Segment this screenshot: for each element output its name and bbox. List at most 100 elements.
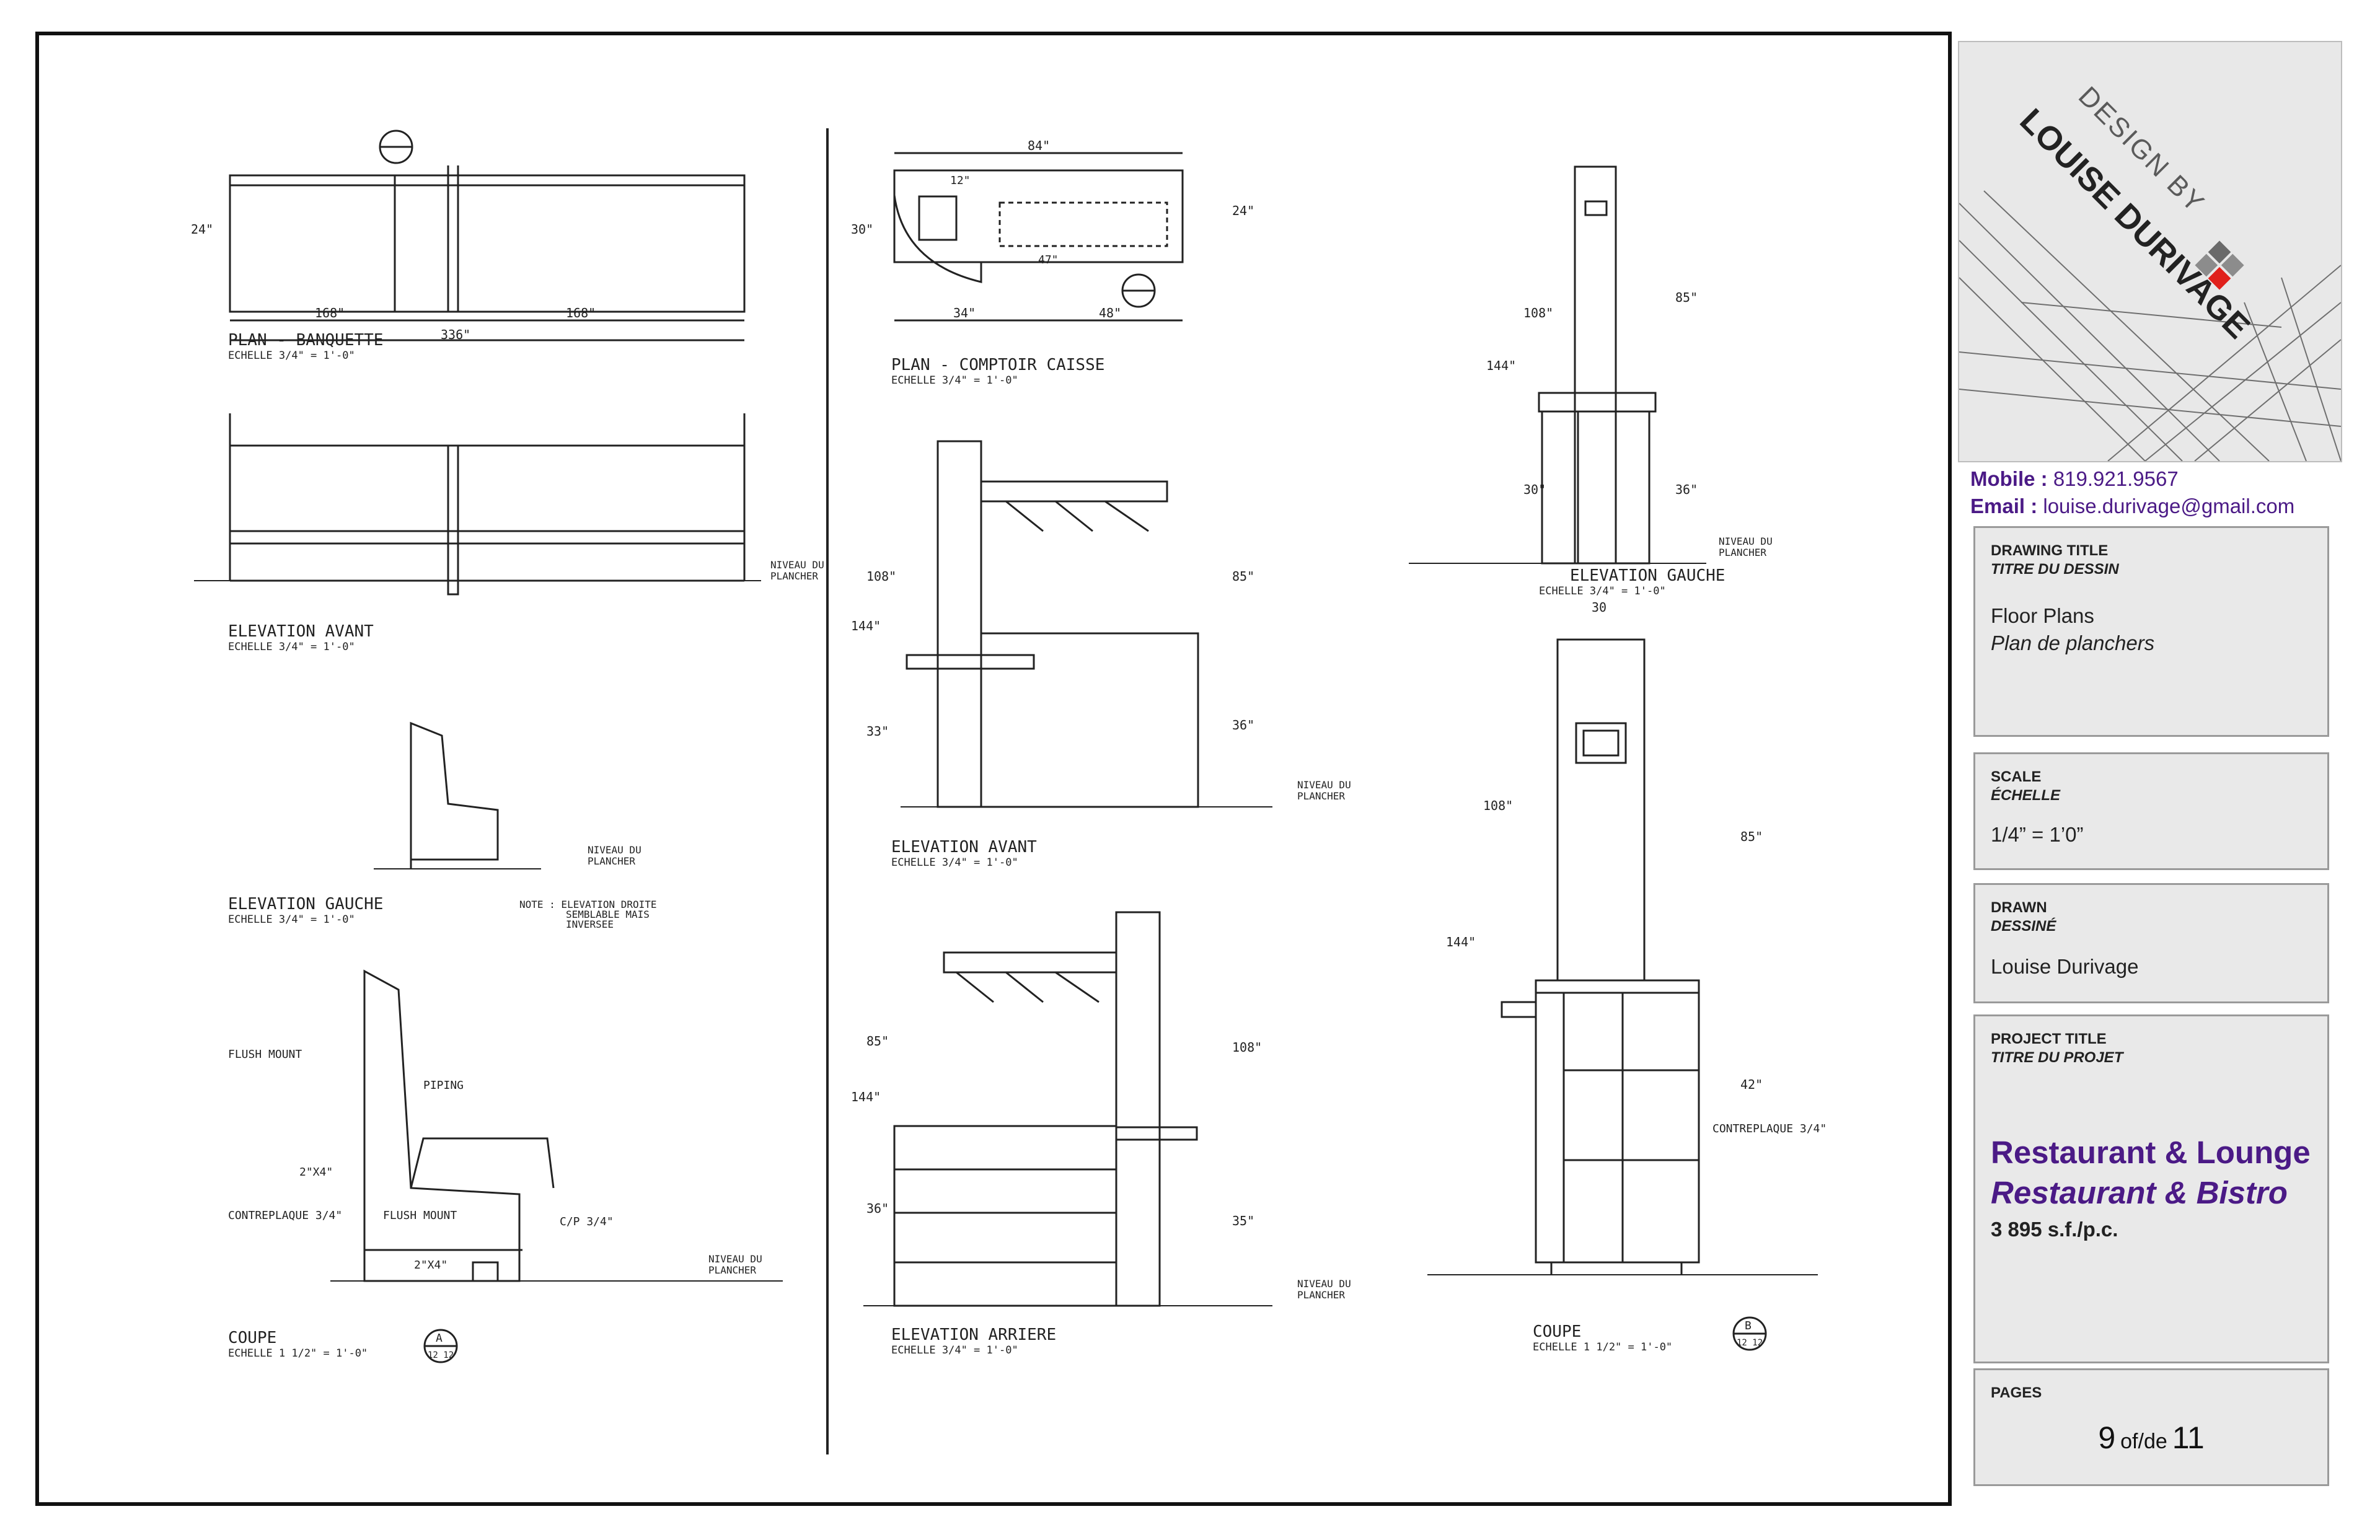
project-name-fr: Restaurant & Bistro	[1991, 1175, 2288, 1210]
dim-text: 108"	[1232, 1040, 1262, 1055]
contact-info: Mobile : 819.921.9567 Email : louise.dur…	[1970, 465, 2342, 520]
project-title-label-fr: TITRE DU PROJET	[1991, 1049, 2123, 1066]
marker-letter: B	[1745, 1319, 1752, 1332]
scale-label-fr: ÉCHELLE	[1991, 787, 2061, 804]
dim-text: 108"	[866, 569, 896, 584]
designer-logo: DESIGN BY LOUISE DURIVAGE	[1958, 41, 2342, 462]
pages-label: PAGES	[1991, 1384, 2042, 1401]
callout-label: FLUSH MOUNT	[228, 1048, 302, 1061]
page-separator: of/de	[2120, 1430, 2167, 1453]
callout-label: FLUSH MOUNT	[383, 1209, 457, 1222]
title-block: DESIGN BY LOUISE DURIVAGE Mobile : 819.9…	[1948, 32, 2348, 1506]
dim-text: 35"	[1232, 1213, 1254, 1228]
drawn-label-fr: DESSINÉ	[1991, 918, 2056, 935]
mobile-label: Mobile :	[1970, 467, 2048, 490]
project-title-label: PROJECT TITLE	[1991, 1031, 2107, 1047]
callout-label: CONTREPLAQUE 3/4"	[1712, 1122, 1827, 1135]
dim-text: 144"	[1446, 935, 1476, 949]
marker-sheet: 12 12	[428, 1350, 454, 1360]
view-scale: ECHELLE 3/4" = 1'-0"	[228, 913, 355, 926]
view-scale: ECHELLE 1 1/2" = 1'-0"	[228, 1347, 368, 1360]
floor-note: NIVEAU DU	[708, 1253, 762, 1265]
project-name-en: Restaurant & Lounge	[1991, 1135, 2311, 1170]
note-text: INVERSEE	[566, 918, 614, 930]
dim-text: 30"	[1523, 482, 1546, 497]
dim-text: 84"	[1028, 138, 1050, 153]
page-current: 9	[2098, 1420, 2116, 1455]
project-title-box: PROJECT TITLE TITRE DU PROJET Restaurant …	[1973, 1014, 2329, 1363]
drawing-area: 168" 168" 336" 24" PLAN - BANQUETTE ECHE…	[39, 35, 1948, 1502]
floor-note: NIVEAU DU	[1297, 779, 1351, 791]
dim-text: 30	[1592, 600, 1606, 615]
scale-value: 1/4” = 1’0”	[1991, 823, 2084, 846]
mobile-value: 819.921.9567	[2053, 467, 2179, 490]
dim-text: 36"	[866, 1201, 889, 1216]
dim-text: 36"	[1232, 718, 1254, 733]
dim-text: 85"	[1232, 569, 1254, 584]
drawing-svg: 168" 168" 336" 24" PLAN - BANQUETTE ECHE…	[191, 128, 1827, 1454]
page-total: 11	[2172, 1420, 2205, 1455]
view-scale: ECHELLE 3/4" = 1'-0"	[891, 374, 1018, 387]
marker-sheet: 12 12	[1737, 1338, 1763, 1348]
project-area: 3 895 s.f./p.c.	[1991, 1218, 2118, 1241]
dim-text: 47"	[1038, 253, 1059, 266]
floor-note: PLANCHER	[708, 1264, 756, 1276]
banquette-plan-outline	[229, 174, 746, 313]
view-title: COUPE	[1533, 1322, 1581, 1341]
elevation-arriere-view: NIVEAU DU PLANCHER 144" 85" 108" 36" 35"…	[851, 911, 1351, 1357]
view-title: ELEVATION AVANT	[891, 838, 1037, 856]
marker-letter: A	[436, 1332, 443, 1345]
note-text: SEMBLABLE MAIS	[566, 909, 650, 920]
dim-text: 144"	[1486, 358, 1516, 373]
elevation-gauche-comptoir-view: NIVEAU DU PLANCHER 108" 144" 85" 30" 36"…	[1409, 165, 1773, 597]
view-scale: ECHELLE 1 1/2" = 1'-0"	[1533, 1341, 1672, 1353]
view-title: ELEVATION AVANT	[228, 622, 374, 641]
callout-label: 2"X4"	[299, 1166, 333, 1179]
dim-text: 85"	[866, 1034, 889, 1049]
view-title: ELEVATION ARRIERE	[891, 1326, 1056, 1344]
coupe-a-view: NIVEAU DU PLANCHER FLUSH MOUNT PIPING 2"…	[228, 969, 783, 1363]
callout-label: 2"X4"	[414, 1259, 447, 1272]
drawn-label: DRAWN	[1991, 899, 2047, 916]
dim-text: 144"	[851, 618, 881, 633]
coupe-b-view: CONTREPLAQUE 3/4" 30 108" 144" 85" 42" B…	[1427, 600, 1827, 1353]
email-value: louise.durivage@gmail.com	[2043, 495, 2295, 517]
floor-note: PLANCHER	[770, 570, 818, 582]
dim-text: 144"	[851, 1089, 881, 1104]
dim-text: 24"	[1232, 203, 1254, 218]
floor-note: NIVEAU DU	[1297, 1278, 1351, 1290]
dim-text: 24"	[191, 222, 213, 237]
callout-label: PIPING	[423, 1079, 464, 1092]
floor-note: PLANCHER	[588, 855, 635, 867]
plan-banquette-view: 168" 168" 336" 24" PLAN - BANQUETTE ECHE…	[191, 130, 746, 362]
dim-text: 168"	[315, 306, 345, 320]
scale-label: SCALE	[1991, 768, 2042, 785]
dim-text: 336"	[441, 327, 470, 342]
dim-text: 168"	[566, 306, 596, 320]
dim-text: 30"	[851, 222, 873, 237]
floor-note: PLANCHER	[1297, 1289, 1345, 1301]
dim-text: 33"	[866, 724, 889, 739]
floor-note: NIVEAU DU	[588, 844, 641, 856]
view-scale: ECHELLE 3/4" = 1'-0"	[1539, 585, 1666, 597]
floor-note: PLANCHER	[1297, 790, 1345, 802]
dim-text: 85"	[1740, 829, 1763, 844]
plan-comptoir-view: 84" 34" 48" 30" 24" 12" 47" PLAN - COMPT…	[851, 138, 1254, 387]
floor-note: PLANCHER	[1719, 547, 1766, 558]
dim-text: 12"	[950, 174, 971, 187]
view-title: ELEVATION GAUCHE	[1570, 566, 1725, 585]
note-text: NOTE : ELEVATION DROITE	[519, 899, 657, 910]
view-scale: ECHELLE 3/4" = 1'-0"	[228, 350, 355, 362]
view-title: PLAN - BANQUETTE	[228, 331, 383, 350]
logo-graphic: DESIGN BY LOUISE DURIVAGE	[1959, 81, 2341, 461]
view-title: PLAN - COMPTOIR CAISSE	[891, 356, 1104, 374]
view-title: COUPE	[228, 1329, 276, 1347]
drawing-title-value: Floor Plans	[1991, 604, 2094, 627]
drawing-title-label-fr: TITRE DU DESSIN	[1991, 561, 2119, 578]
elevation-avant-comptoir-view: NIVEAU DU PLANCHER 144" 108" 85" 33" 36"…	[851, 440, 1351, 869]
dim-text: 48"	[1099, 306, 1121, 320]
